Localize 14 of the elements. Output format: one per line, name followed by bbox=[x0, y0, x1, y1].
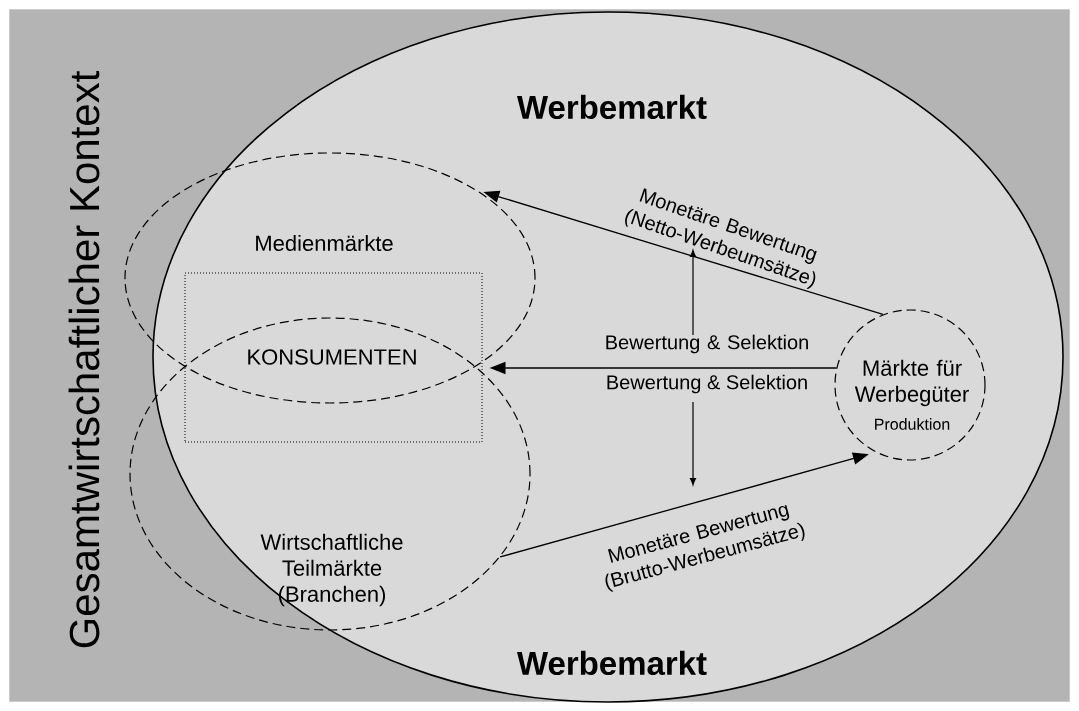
node-label: Märkte für Werbegüter bbox=[854, 359, 969, 407]
circle bbox=[834, 309, 986, 461]
box bbox=[184, 272, 483, 443]
ellipse bbox=[124, 152, 536, 404]
arrow-label: Bewertung & Selektion bbox=[607, 374, 807, 394]
node-label: Medienmärkte bbox=[256, 234, 393, 252]
node-label: Wirtschaftliche Teilmärkte (Branchen) bbox=[260, 533, 403, 607]
heading: Werbemarkt bbox=[516, 94, 707, 120]
edge-label: Bewertung & Selektion bbox=[606, 334, 808, 354]
heading: Werbemarkt bbox=[516, 650, 707, 676]
node-label: Produktion bbox=[875, 418, 950, 430]
node-label: KONSUMENTEN bbox=[248, 349, 416, 365]
ellipse bbox=[129, 317, 531, 631]
side-label: Gesamtwirtschaftlicher Kontext bbox=[68, 70, 100, 648]
